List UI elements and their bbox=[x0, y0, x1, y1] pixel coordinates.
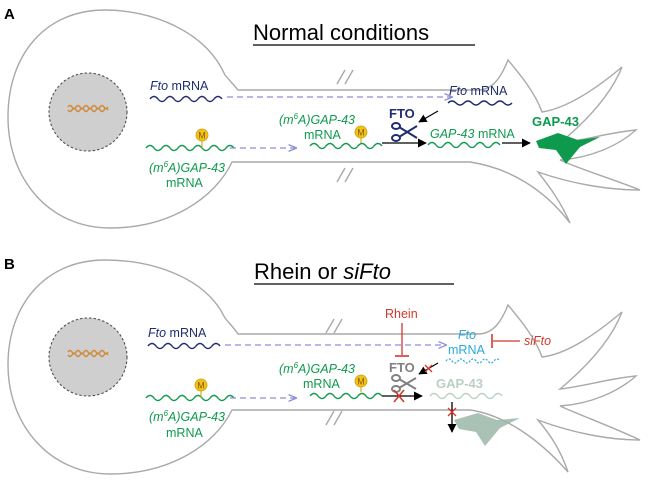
fto-pointer-arrow bbox=[418, 110, 439, 123]
fto-label: FTO bbox=[389, 106, 415, 121]
fto-mrna-cone-label: mRNA bbox=[448, 343, 485, 357]
panel-a: A Normal conditions Fto mRNA Fto mRNA M … bbox=[4, 6, 641, 229]
gap43-mrna-label: GAP-43 mRNA bbox=[430, 127, 515, 141]
m6a-gap43-soma-mrna: mRNA bbox=[166, 426, 203, 440]
fto-mrna-cone-gene: Fto bbox=[458, 328, 476, 342]
sifto-label: siFto bbox=[524, 334, 551, 348]
m6a-gap43-axon-label: (m6A)GAP-43 bbox=[279, 361, 355, 376]
fto-label-inhibited: FTO bbox=[389, 360, 415, 375]
axon-break-top bbox=[325, 318, 343, 334]
methyl-letter: M bbox=[197, 381, 205, 391]
cross-mark-icon bbox=[393, 389, 405, 403]
axon-break-top bbox=[336, 69, 354, 85]
degraded-fto-mrna-strand bbox=[445, 358, 501, 364]
fto-mrna-axon-label: Fto mRNA bbox=[449, 84, 508, 98]
gap43-label-faded: GAP-43 bbox=[436, 376, 483, 391]
panel-letter: A bbox=[4, 6, 15, 23]
scissors-icon bbox=[391, 122, 418, 142]
panel-title: Normal conditions bbox=[253, 20, 429, 45]
m6a-gap43-soma-label: (m6A)GAP-43 bbox=[149, 409, 225, 424]
methyl-letter: M bbox=[357, 128, 365, 138]
methyl-letter: M bbox=[357, 377, 365, 387]
nucleus bbox=[48, 72, 128, 152]
m6a-marker-icon bbox=[354, 125, 368, 139]
fto-mrna-strand bbox=[147, 342, 221, 350]
panel-letter: B bbox=[4, 256, 15, 273]
m6a-marker-icon bbox=[354, 374, 368, 388]
m6a-gap43-axon-mrna: mRNA bbox=[304, 128, 341, 142]
fto-mrna-label: Fto mRNA bbox=[150, 79, 209, 93]
gap43-mrna-strand bbox=[427, 141, 501, 149]
panel-b: B Rhein or siFto Fto mRNA Rhein Fto mRNA… bbox=[4, 256, 641, 475]
gap43-protein-shape bbox=[536, 133, 600, 164]
axon-break-bottom bbox=[325, 410, 343, 426]
faded-gap43-protein-shape bbox=[454, 413, 520, 446]
fto-mrna-strand bbox=[149, 95, 223, 103]
nucleus bbox=[48, 317, 128, 397]
gap43-mrna-soma-strand bbox=[145, 144, 235, 152]
neuron-outline bbox=[7, 9, 641, 229]
axon-break-bottom bbox=[336, 167, 354, 183]
m6a-gap43-axon-label: (m6A)GAP-43 bbox=[279, 112, 355, 127]
m6a-marker-icon bbox=[195, 128, 209, 142]
gap43-protein-label: GAP-43 bbox=[532, 114, 579, 129]
gap43-mrna-axon-strand bbox=[309, 392, 383, 400]
m6a-gap43-soma-label: (m6A)GAP-43 bbox=[149, 160, 225, 175]
fto-mrna-axon-strand bbox=[447, 100, 513, 106]
faded-gap43-mrna-strand bbox=[429, 392, 503, 400]
panel-title: Rhein or siFto bbox=[254, 259, 391, 284]
scissors-icon bbox=[391, 374, 417, 393]
m6a-marker-icon bbox=[194, 378, 208, 392]
gap43-mrna-axon-strand bbox=[309, 142, 383, 150]
cross-mark-icon bbox=[424, 364, 433, 373]
neuron-outline bbox=[7, 259, 641, 475]
rhein-label: Rhein bbox=[385, 307, 418, 321]
fto-mrna-label: Fto mRNA bbox=[148, 326, 207, 340]
m6a-gap43-axon-mrna: mRNA bbox=[303, 377, 340, 391]
gap43-mrna-soma-strand bbox=[145, 394, 235, 402]
cross-mark-icon bbox=[447, 407, 457, 417]
methyl-letter: M bbox=[198, 131, 206, 141]
m6a-gap43-soma-mrna: mRNA bbox=[166, 176, 203, 190]
